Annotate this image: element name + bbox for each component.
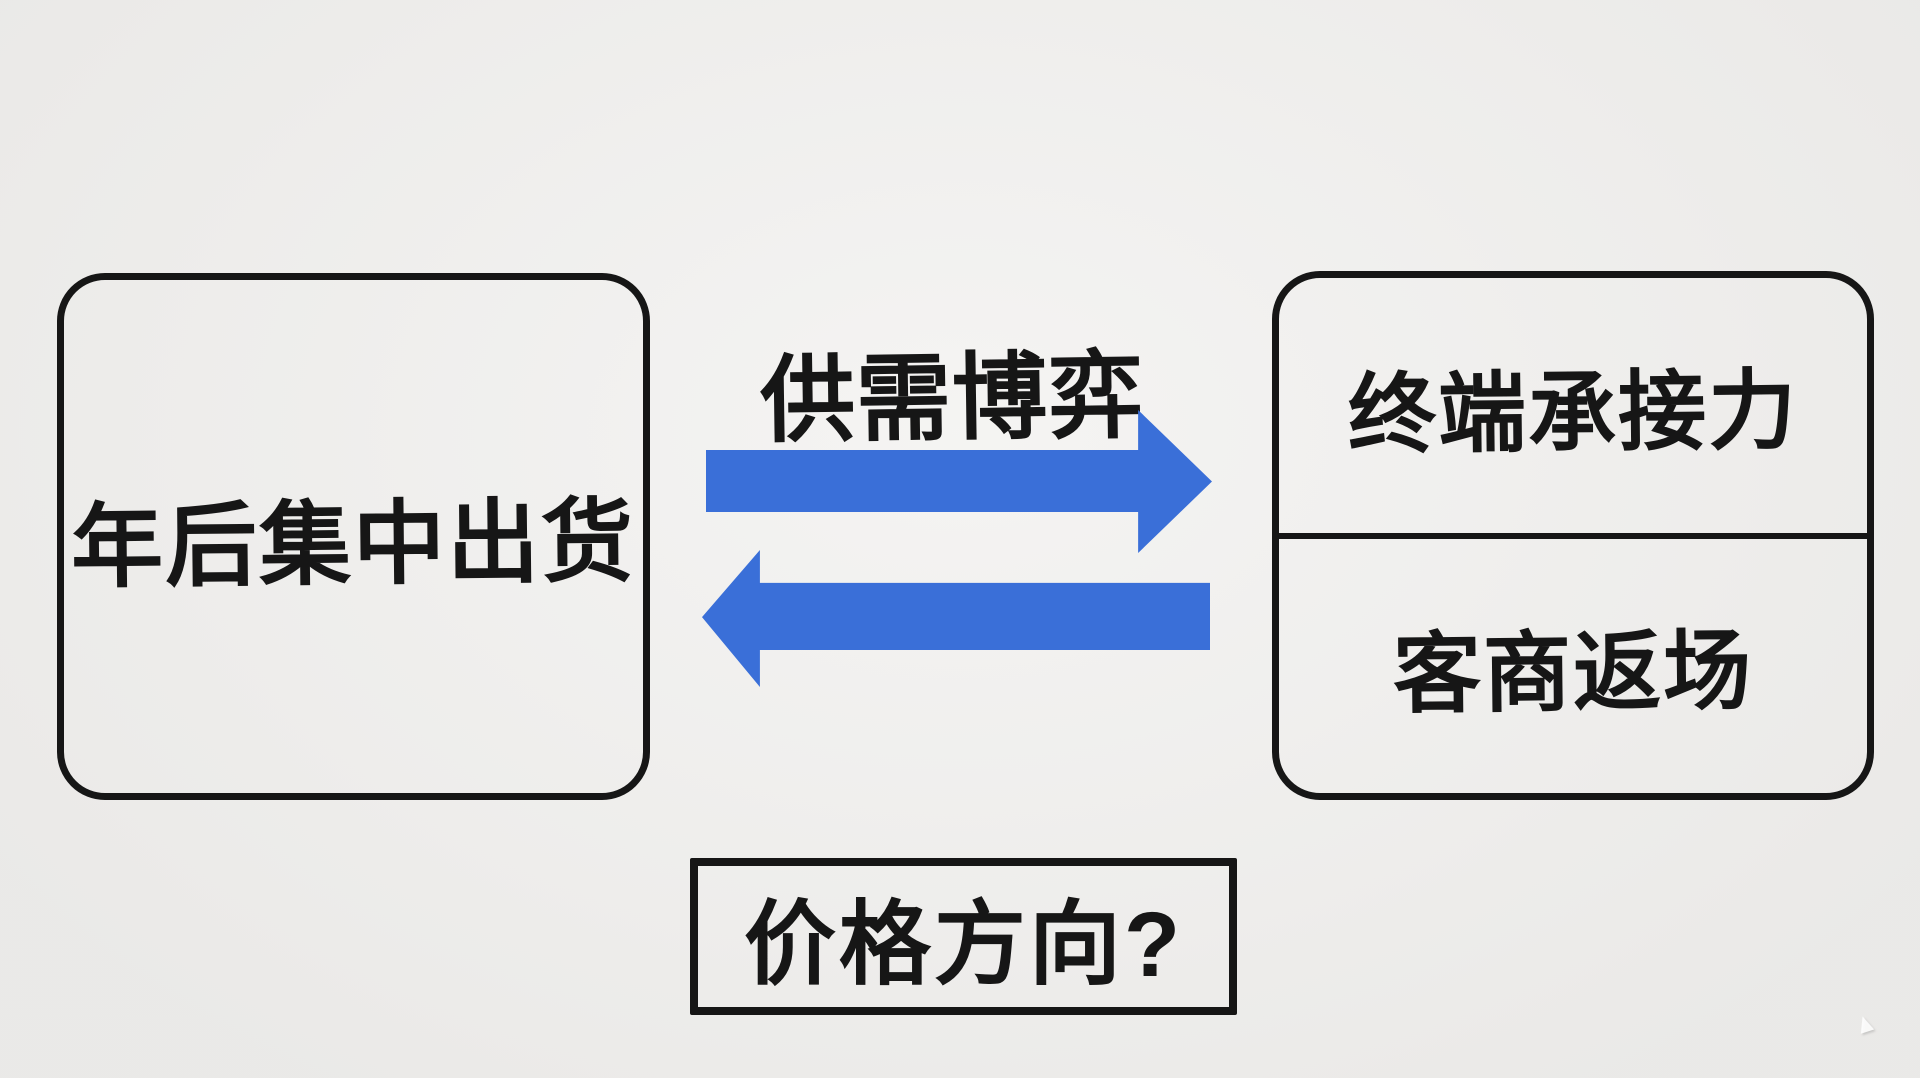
demand-node: 终端承接力 客商返场 [1272,271,1874,800]
supply-node-label: 年后集中出货 [71,491,637,599]
supply-node: 年后集中出货 [57,273,650,800]
demand-node-bottom-cell: 客商返场 [1279,539,1867,794]
demand-node-bottom-label: 客商返场 [1392,621,1754,725]
demand-node-top-cell: 终端承接力 [1279,278,1867,539]
question-node: 价格方向? [690,858,1237,1015]
demand-node-top-label: 终端承接力 [1347,360,1799,465]
question-node-label: 价格方向? [743,894,1184,996]
cursor-pointer-icon [1855,1014,1875,1034]
left-arrow-icon [702,550,1210,687]
flow-label: 供需博弈 [759,343,1145,455]
